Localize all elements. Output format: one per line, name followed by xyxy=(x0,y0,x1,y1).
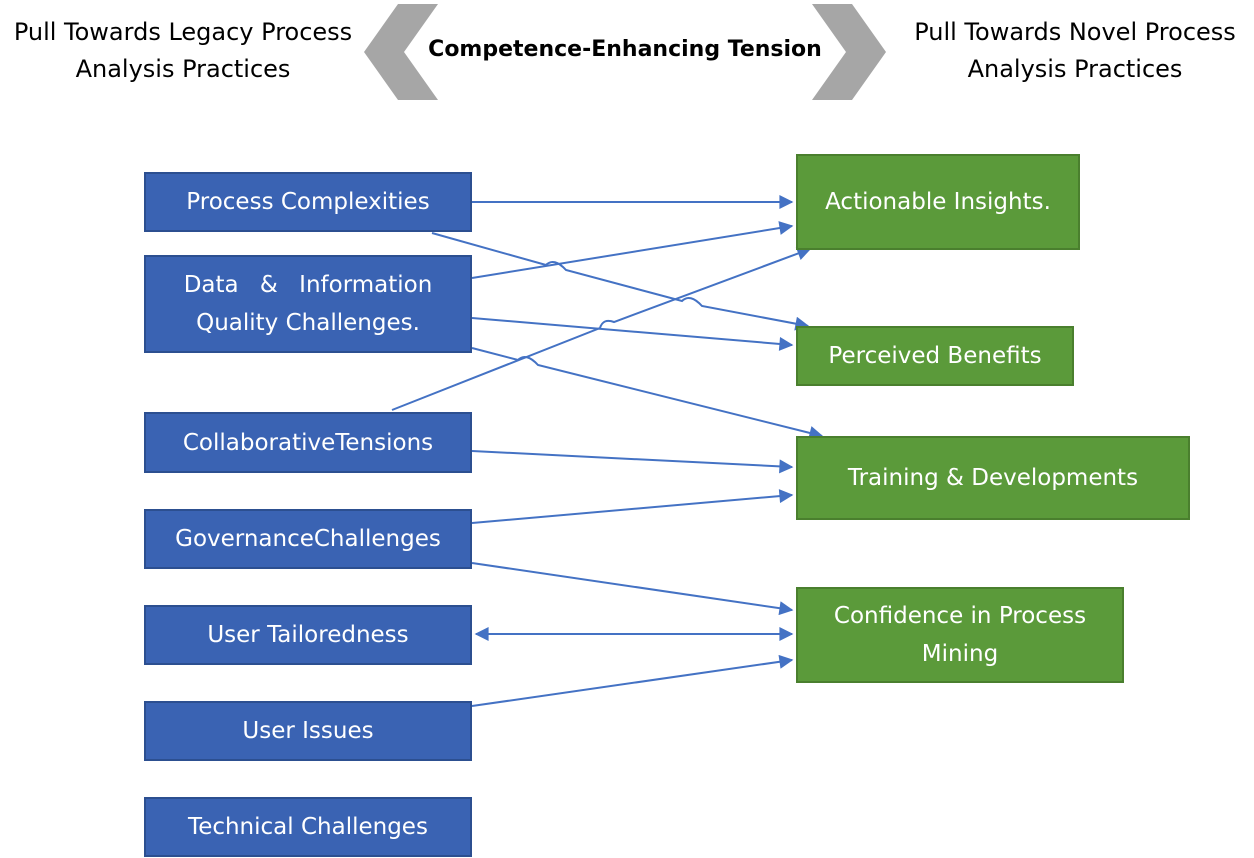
collaborative-tensions-box: CollaborativeTensions xyxy=(144,412,472,473)
governance-challenges-label: GovernanceChallenges xyxy=(175,526,441,552)
confidence-process-mining-box: Confidence in Process Mining xyxy=(796,587,1124,683)
actionable-insights-label: Actionable Insights. xyxy=(825,189,1051,215)
user-tailoredness-box: User Tailoredness xyxy=(144,605,472,665)
link-collab-to-training xyxy=(471,450,794,474)
training-developments-box: Training & Developments xyxy=(796,436,1190,520)
data-quality-label-line1: Data & Information xyxy=(183,272,433,298)
tension-banner-arrows xyxy=(364,4,886,100)
tension-title: Competence-Enhancing Tension xyxy=(428,37,822,62)
novel-pull-line1: Pull Towards Novel Process xyxy=(914,18,1236,46)
link-userissues-to-confidence xyxy=(471,654,794,707)
link-process-to-benefits xyxy=(431,232,810,331)
right-chevron-icon xyxy=(812,4,886,100)
link-collab-to-insights xyxy=(391,246,812,411)
collaborative-tensions-label: CollaborativeTensions xyxy=(182,429,434,456)
link-governance-to-confidence xyxy=(471,562,794,616)
left-chevron-icon xyxy=(364,4,438,100)
user-tailoredness-label: User Tailoredness xyxy=(207,622,409,648)
process-complexities-box: Process Complexities xyxy=(144,172,472,232)
link-data-to-insights xyxy=(471,221,794,279)
legacy-pull-label: Pull Towards Legacy Process Analysis Pra… xyxy=(0,14,366,88)
perceived-benefits-label: Perceived Benefits xyxy=(828,343,1042,369)
link-data-to-benefits xyxy=(471,317,794,351)
novel-pull-line2: Analysis Practices xyxy=(967,55,1183,83)
user-issues-label: User Issues xyxy=(242,718,374,744)
perceived-benefits-box: Perceived Benefits xyxy=(796,326,1074,386)
link-governance-to-training xyxy=(471,489,794,524)
technical-challenges-label: Technical Challenges xyxy=(188,814,428,840)
data-quality-label-line2: Quality Challenges. xyxy=(196,310,420,336)
data-quality-box: Data & Information Quality Challenges. xyxy=(144,255,472,353)
governance-challenges-box: GovernanceChallenges xyxy=(144,509,472,569)
novel-pull-label: Pull Towards Novel Process Analysis Prac… xyxy=(896,14,1254,88)
legacy-pull-line2: Analysis Practices xyxy=(75,55,291,83)
user-issues-box: User Issues xyxy=(144,701,472,761)
technical-challenges-box: Technical Challenges xyxy=(144,797,472,857)
confidence-label-line1: Confidence in Process xyxy=(833,603,1087,629)
process-complexities-label: Process Complexities xyxy=(186,189,430,215)
training-developments-label: Training & Developments xyxy=(847,465,1139,491)
link-data-to-training xyxy=(471,347,824,440)
actionable-insights-box: Actionable Insights. xyxy=(796,154,1080,250)
confidence-label-line2: Mining xyxy=(921,641,999,667)
legacy-pull-line1: Pull Towards Legacy Process xyxy=(13,18,353,46)
